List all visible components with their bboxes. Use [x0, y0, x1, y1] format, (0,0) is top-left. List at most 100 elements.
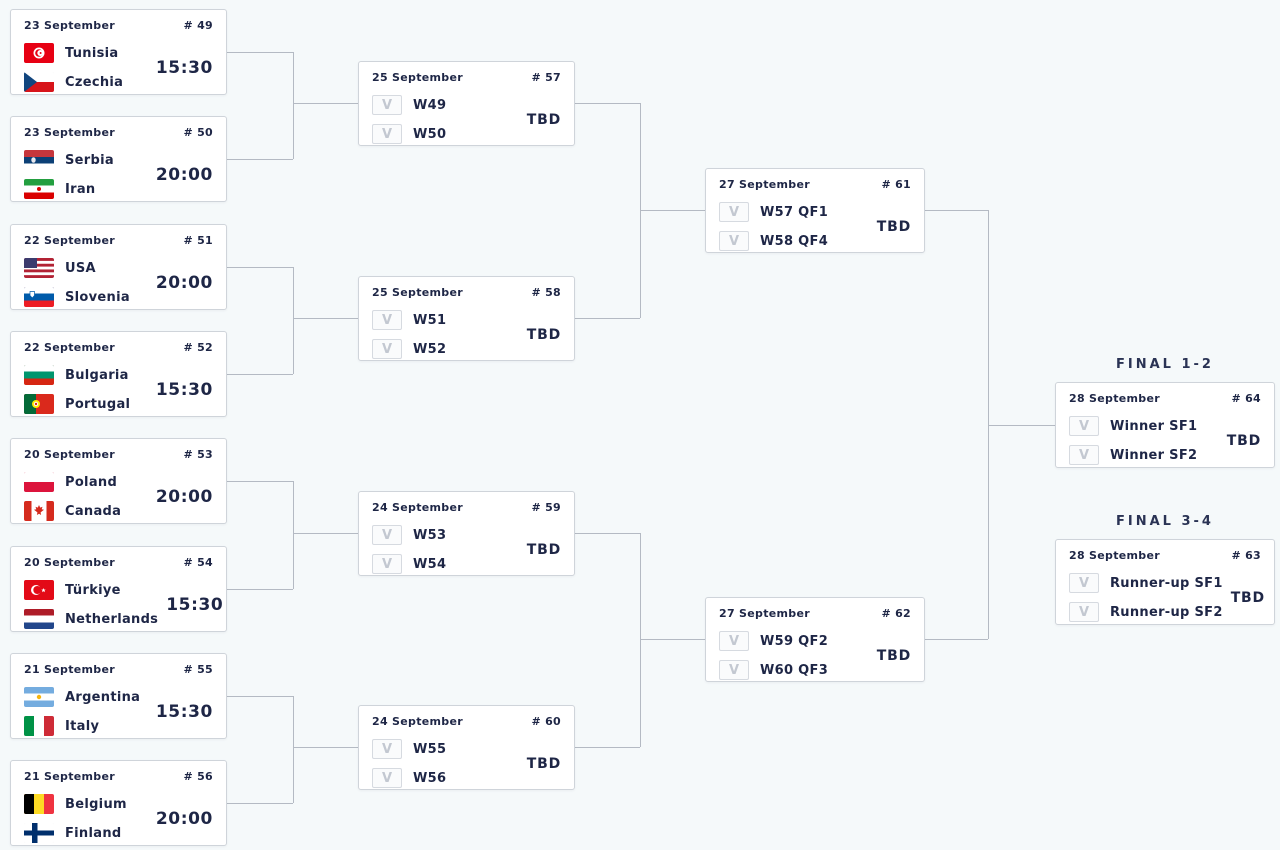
- match-date: 21 September: [24, 663, 115, 676]
- match-card[interactable]: 28 September # 63 V Runner-up SF1 V Runn…: [1055, 539, 1275, 625]
- match-card[interactable]: 21 September # 55 Argentina Italy 15:30: [10, 653, 227, 739]
- bracket-line-h: [227, 696, 293, 697]
- team-row: V W55: [372, 739, 446, 759]
- team-name: W55: [413, 741, 447, 757]
- bracket-line-h: [227, 803, 293, 804]
- flag-placeholder-icon: V: [372, 739, 402, 759]
- team-row: V W51: [372, 310, 446, 330]
- bracket-line-h: [640, 210, 705, 211]
- team-name: W53: [413, 527, 447, 543]
- match-card[interactable]: 27 September # 61 V W57 QF1 V W58 QF4 TB…: [705, 168, 925, 253]
- match-time: 20:00: [155, 486, 213, 507]
- flag-placeholder-icon: V: [1069, 416, 1099, 436]
- team-name: Serbia: [65, 152, 114, 168]
- match-date: 21 September: [24, 770, 115, 783]
- match-card[interactable]: 25 September # 57 V W49 V W50 TBD: [358, 61, 575, 146]
- match-time: TBD: [1226, 432, 1261, 449]
- match-card[interactable]: 22 September # 51 USA Slovenia 20:00: [10, 224, 227, 310]
- match-card[interactable]: 21 September # 56 Belgium Finland 20:00: [10, 760, 227, 846]
- match-time: TBD: [526, 755, 561, 772]
- match-card[interactable]: 22 September # 52 Bulgaria Portugal 15:3…: [10, 331, 227, 417]
- match-card[interactable]: 28 September # 64 V Winner SF1 V Winner …: [1055, 382, 1275, 468]
- match-date: 24 September: [372, 715, 463, 728]
- team-name: W59 QF2: [760, 633, 829, 649]
- team-name: Poland: [65, 474, 118, 490]
- match-date: 20 September: [24, 556, 115, 569]
- team-name: Runner-up SF1: [1110, 575, 1223, 591]
- match-card[interactable]: 27 September # 62 V W59 QF2 V W60 QF3 TB…: [705, 597, 925, 682]
- team-row: V W59 QF2: [719, 631, 828, 651]
- bracket-line-h: [293, 103, 358, 104]
- team-row: Netherlands: [24, 609, 158, 629]
- match-number: # 56: [183, 770, 213, 783]
- match-time: 15:30: [166, 594, 224, 615]
- flag-turkiye-icon: [24, 580, 54, 600]
- flag-netherlands-icon: [24, 609, 54, 629]
- team-row: V W60 QF3: [719, 660, 828, 680]
- match-card[interactable]: 23 September # 50 Serbia Iran 20:00: [10, 116, 227, 202]
- match-card-slot-61: 27 September # 61 V W57 QF1 V W58 QF4 TB…: [705, 168, 925, 253]
- team-name: W60 QF3: [760, 662, 829, 678]
- flag-poland-icon: [24, 472, 54, 492]
- bracket-line-h: [227, 159, 293, 160]
- match-time: 15:30: [155, 701, 213, 722]
- team-row: V W53: [372, 525, 446, 545]
- match-number: # 51: [183, 234, 213, 247]
- match-card[interactable]: 20 September # 53 Poland Canada 20:00: [10, 438, 227, 524]
- match-date: 25 September: [372, 286, 463, 299]
- match-time: 20:00: [155, 272, 213, 293]
- match-time: 15:30: [155, 379, 213, 400]
- team-name: W51: [413, 312, 447, 328]
- match-card[interactable]: 23 September # 49 Tunisia Czechia 15:30: [10, 9, 227, 95]
- flag-serbia-icon: [24, 150, 54, 170]
- match-card-slot-55: 21 September # 55 Argentina Italy 15:30: [10, 653, 227, 739]
- team-row: Poland: [24, 472, 121, 492]
- match-card[interactable]: 24 September # 59 V W53 V W54 TBD: [358, 491, 575, 576]
- match-card-slot-52: 22 September # 52 Bulgaria Portugal 15:3…: [10, 331, 227, 417]
- flag-placeholder-icon: V: [372, 554, 402, 574]
- match-card[interactable]: 20 September # 54 Türkiye Netherlands 15…: [10, 546, 227, 632]
- team-name: Belgium: [65, 796, 127, 812]
- flag-slovenia-icon: [24, 287, 54, 307]
- flag-placeholder-icon: V: [719, 231, 749, 251]
- match-time: TBD: [1230, 589, 1265, 606]
- team-row: Finland: [24, 823, 127, 843]
- team-row: V Winner SF2: [1069, 445, 1197, 465]
- flag-placeholder-icon: V: [372, 124, 402, 144]
- match-card[interactable]: 24 September # 60 V W55 V W56 TBD: [358, 705, 575, 790]
- team-name: W58 QF4: [760, 233, 829, 249]
- match-card-slot-63: 28 September # 63 V Runner-up SF1 V Runn…: [1055, 539, 1275, 625]
- team-name: Türkiye: [65, 582, 121, 598]
- match-date: 28 September: [1069, 549, 1160, 562]
- team-row: Czechia: [24, 72, 123, 92]
- flag-placeholder-icon: V: [1069, 445, 1099, 465]
- team-name: Iran: [65, 181, 96, 197]
- match-card[interactable]: 25 September # 58 V W51 V W52 TBD: [358, 276, 575, 361]
- team-row: Türkiye: [24, 580, 158, 600]
- flag-placeholder-icon: V: [1069, 602, 1099, 622]
- bracket-line-h: [988, 425, 1055, 426]
- match-date: 27 September: [719, 178, 810, 191]
- team-row: V W56: [372, 768, 446, 788]
- team-name: W54: [413, 556, 447, 572]
- team-row: Portugal: [24, 394, 130, 414]
- match-number: # 53: [183, 448, 213, 461]
- flag-bulgaria-icon: [24, 365, 54, 385]
- flag-argentina-icon: [24, 687, 54, 707]
- team-name: Winner SF2: [1110, 447, 1198, 463]
- bracket-line-v: [988, 210, 989, 639]
- flag-iran-icon: [24, 179, 54, 199]
- bracket-line-h: [293, 318, 358, 319]
- match-card-slot-58: 25 September # 58 V W51 V W52 TBD: [358, 276, 575, 361]
- flag-placeholder-icon: V: [372, 310, 402, 330]
- bracket-line-h: [227, 374, 293, 375]
- flag-placeholder-icon: V: [372, 525, 402, 545]
- team-row: Tunisia: [24, 43, 123, 63]
- team-row: Iran: [24, 179, 114, 199]
- match-time: TBD: [526, 326, 561, 343]
- bracket-line-h: [227, 267, 293, 268]
- bracket-line-v: [293, 696, 294, 803]
- team-name: Tunisia: [65, 45, 119, 61]
- team-row: Serbia: [24, 150, 114, 170]
- match-number: # 58: [531, 286, 561, 299]
